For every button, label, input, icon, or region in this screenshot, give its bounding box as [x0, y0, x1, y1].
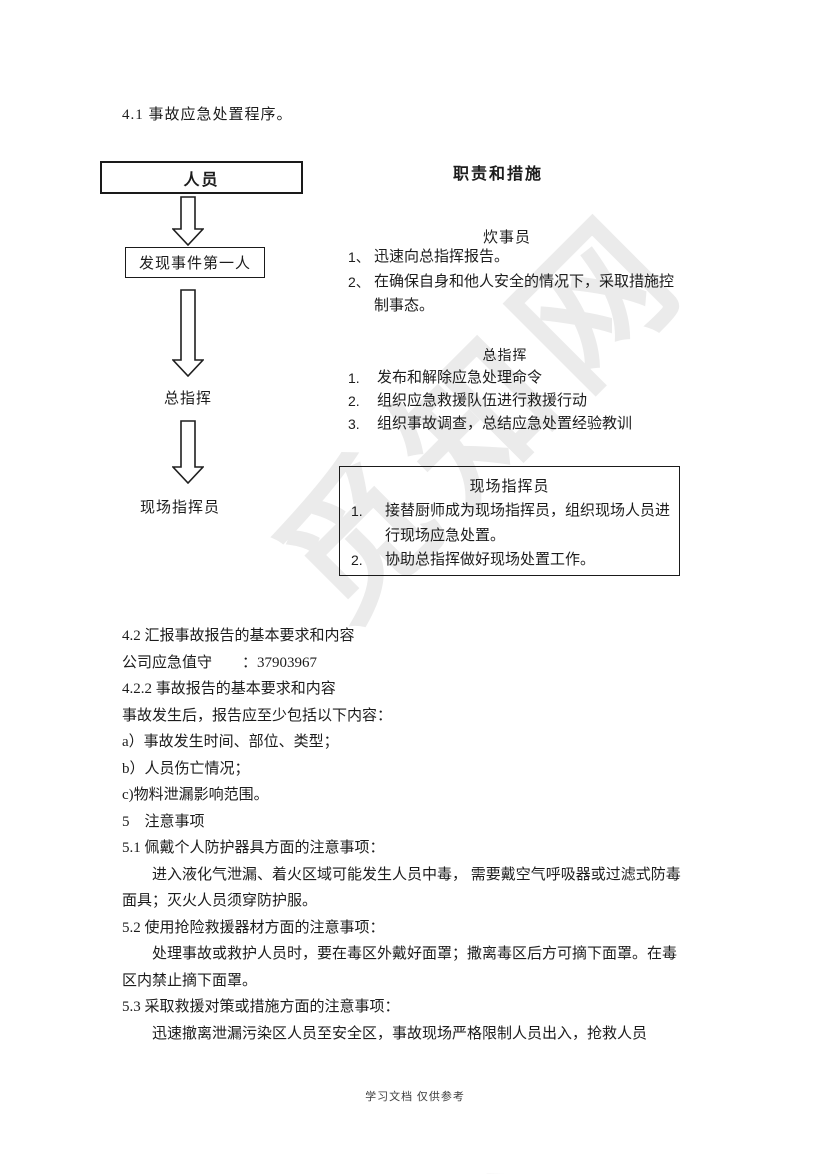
paragraph: 5 注意事项 — [122, 813, 205, 830]
list-item-text: 协助总指挥做好现场处置工作。 — [385, 552, 596, 568]
chief-section-title: 总指挥 — [482, 349, 528, 364]
list-item: 3. 组织事故调查，总结应急处置经验教训 — [348, 413, 718, 436]
paragraph: 事故发生后，报告应至少包括以下内容： — [122, 707, 393, 724]
list-item: 1. 接替厨师成为现场指挥员，组织现场人员进行现场应急处置。 — [351, 499, 679, 548]
paragraph: b）人员伤亡情况； — [122, 760, 250, 777]
site-commander-box: 现场指挥员 1. 接替厨师成为现场指挥员，组织现场人员进行现场应急处置。 2. … — [339, 466, 680, 576]
list-item-number: 1. — [351, 503, 363, 519]
list-item-number: 1. — [348, 370, 360, 386]
list-item: 1. 发布和解除应急处理命令 — [348, 367, 718, 390]
paragraph: 进入液化气泄漏、着火区域可能发生人员中毒， 需要戴空气呼吸器或过滤式防毒面具；灭… — [122, 866, 681, 910]
duties-heading: 职责和措施 — [453, 166, 544, 183]
list-item: 1、 迅速向总指挥报告。 — [348, 245, 700, 270]
paragraph: 处理事故或救护人员时，要在毒区外戴好面罩；撒离毒区后方可摘下面罩。在毒区内禁止摘… — [122, 946, 678, 989]
paragraph: 4.2 汇报事故报告的基本要求和内容 — [122, 628, 355, 644]
list-item-number: 3. — [348, 416, 360, 432]
page-footer: 学习文档 仅供参考 — [365, 1091, 465, 1103]
paragraph: c)物料泄漏影响范围。 — [122, 787, 269, 803]
list-item-text: 组织应急救援队伍进行救援行动 — [377, 393, 588, 409]
flow-label-site-commander: 现场指挥员 — [139, 500, 220, 516]
body-text: 4.2 汇报事故报告的基本要求和内容 公司应急值守 ：37903967 4.2.… — [122, 623, 682, 1047]
watermark-partial: 觅 — [318, 1092, 694, 1174]
arrow-down-icon — [172, 420, 204, 484]
arrow-down-icon — [172, 289, 204, 377]
list-item-text: 发布和解除应急处理命令 — [377, 370, 543, 386]
list-item-text: 迅速向总指挥报告。 — [374, 249, 510, 265]
list-item-number: 2、 — [348, 273, 370, 290]
list-item-text: 接替厨师成为现场指挥员，组织现场人员进行现场应急处置。 — [385, 503, 671, 544]
paragraph: 迅速撤离泄漏污染区人员至安全区，事故现场严格限制人员出入，抢救人员 — [152, 1025, 648, 1042]
list-item-text: 组织事故调查，总结应急处置经验教训 — [377, 416, 633, 432]
list-item-number: 1、 — [348, 249, 370, 265]
list-item-number: 2. — [348, 393, 360, 409]
site-section-title: 现场指挥员 — [469, 479, 550, 495]
list-item-number: 2. — [351, 552, 363, 568]
chief-duties-list: 1. 发布和解除应急处理命令 2. 组织应急救援队伍进行救援行动 3. 组织事故… — [348, 367, 718, 436]
flow-node-first-finder: 发现事件第一人 — [125, 247, 265, 278]
arrow-down-icon — [172, 196, 204, 246]
flow-node-person: 人员 — [100, 161, 303, 194]
paragraph: 5.2 使用抢险救援器材方面的注意事项： — [122, 919, 385, 936]
paragraph: 5.3 采取救援对策或措施方面的注意事项： — [122, 999, 400, 1015]
flow-label-chief: 总指挥 — [163, 391, 212, 407]
paragraph: a）事故发生时间、部位、类型； — [122, 734, 339, 750]
list-item: 2. 组织应急救援队伍进行救援行动 — [348, 390, 718, 413]
site-duties-list: 1. 接替厨师成为现场指挥员，组织现场人员进行现场应急处置。 2. 协助总指挥做… — [351, 499, 679, 573]
cook-duties-list: 1、 迅速向总指挥报告。 2、 在确保自身和他人安全的情况下，采取措施控制事态。 — [348, 245, 700, 319]
list-item-text: 在确保自身和他人安全的情况下，采取措施控制事态。 — [374, 273, 675, 315]
list-item: 2. 协助总指挥做好现场处置工作。 — [351, 548, 679, 573]
section-title: 4.1 事故应急处置程序。 — [122, 107, 293, 123]
paragraph: 4.2.2 事故报告的基本要求和内容 — [122, 681, 336, 697]
paragraph: 5.1 佩戴个人防护器具方面的注意事项： — [122, 840, 385, 856]
list-item: 2、 在确保自身和他人安全的情况下，采取措施控制事态。 — [348, 270, 700, 319]
paragraph: 公司应急值守 ：37903967 — [122, 654, 318, 671]
cook-section-title: 炊事员 — [482, 230, 531, 246]
